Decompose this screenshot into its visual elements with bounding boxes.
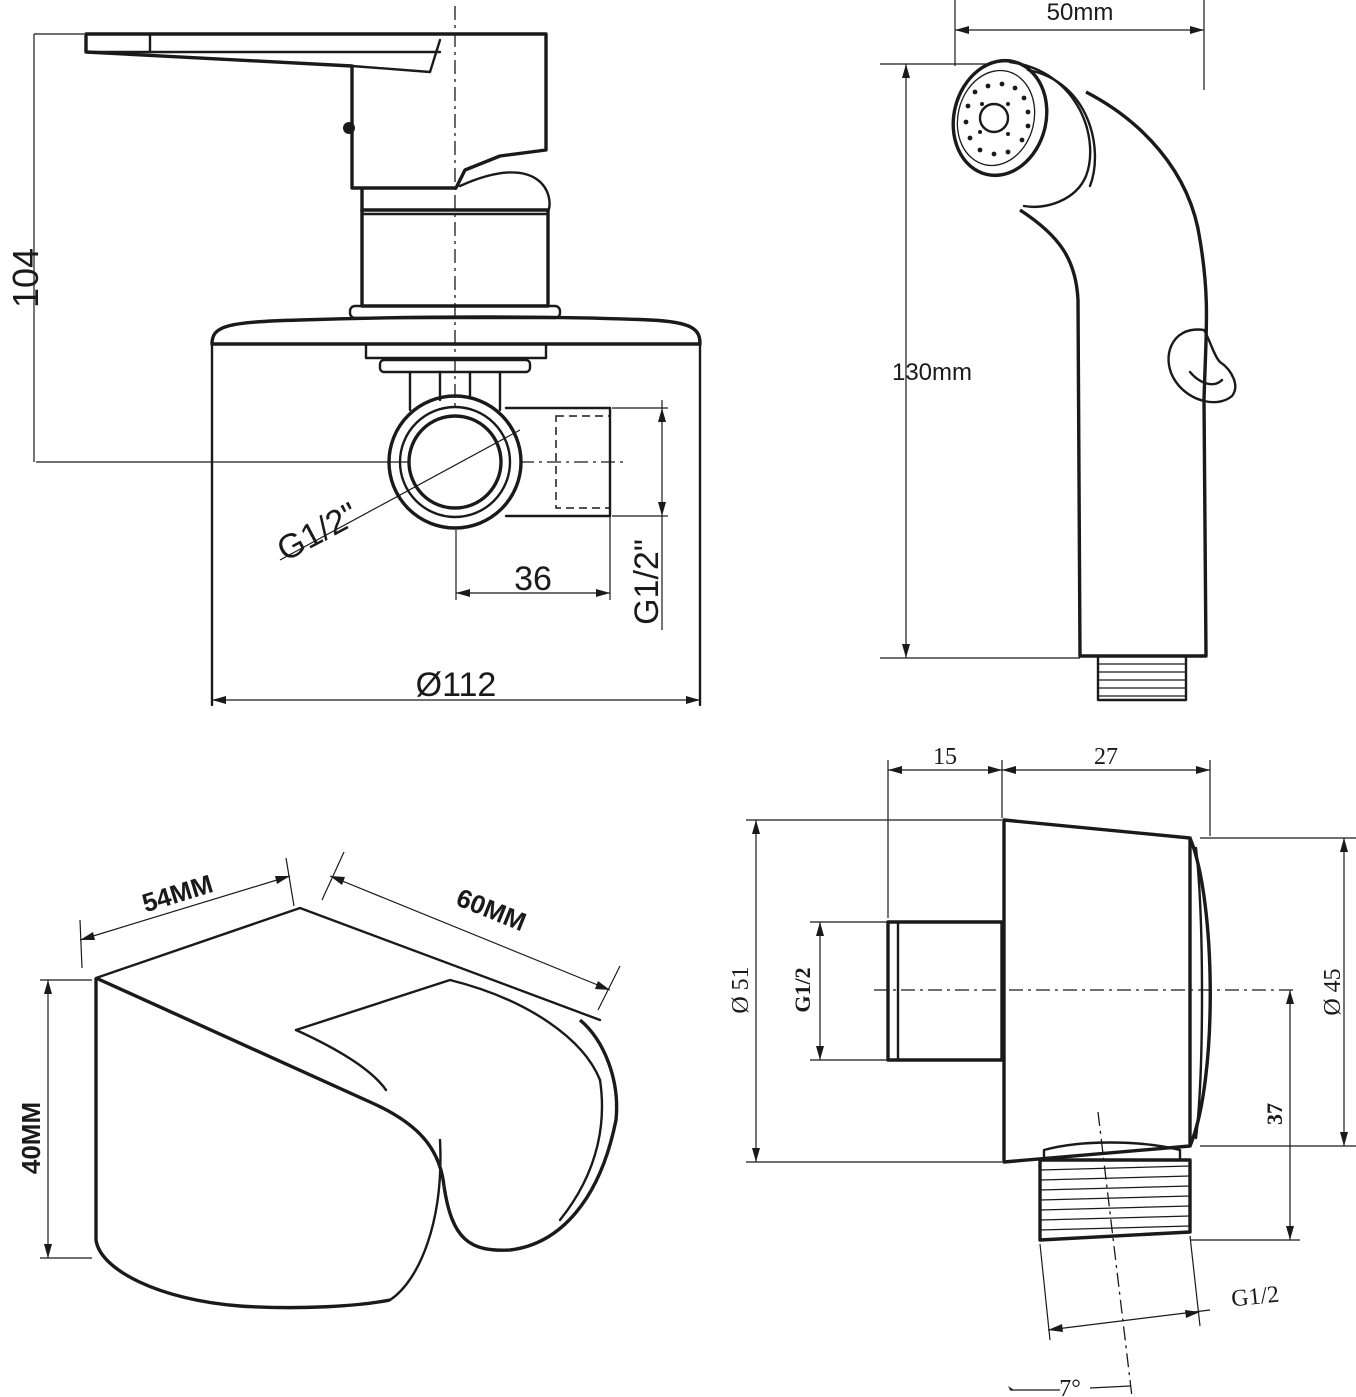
connector-front-diameter-label: Ø 45 [1320, 968, 1346, 1015]
connector-outer-diameter-label: Ø 51 [728, 966, 754, 1013]
valve-outlet-thread-label: G1/2" [271, 495, 365, 569]
connector-length-b-label: 27 [1094, 744, 1118, 770]
connector-length-a-label: 15 [933, 744, 957, 770]
valve-diameter-label: Ø112 [416, 666, 497, 704]
valve-drawing [33, 6, 702, 707]
connector-outlet-thread-label: G1/2 [1230, 1282, 1280, 1313]
valve-height-label: 104 [5, 248, 46, 308]
holder-depth-label: 60MM [452, 882, 530, 937]
holder-drawing [40, 851, 621, 1310]
connector-drop-label: 37 [1262, 1103, 1287, 1125]
connector-drawing [746, 760, 1356, 1397]
sprayer-drawing [880, 0, 1237, 702]
sprayer-width-label: 50mm [1047, 0, 1114, 26]
sprayer-height-label: 130mm [892, 359, 972, 386]
nozzle-holes [963, 81, 1031, 157]
holder-height-label: 40MM [16, 1102, 46, 1174]
valve-inlet-thread-label: G1/2" [628, 539, 666, 625]
valve-offset-label: 36 [514, 560, 552, 598]
connector-inner-thread-label: G1/2 [790, 967, 815, 1012]
connector-angle-label: 7° [1059, 1376, 1081, 1397]
